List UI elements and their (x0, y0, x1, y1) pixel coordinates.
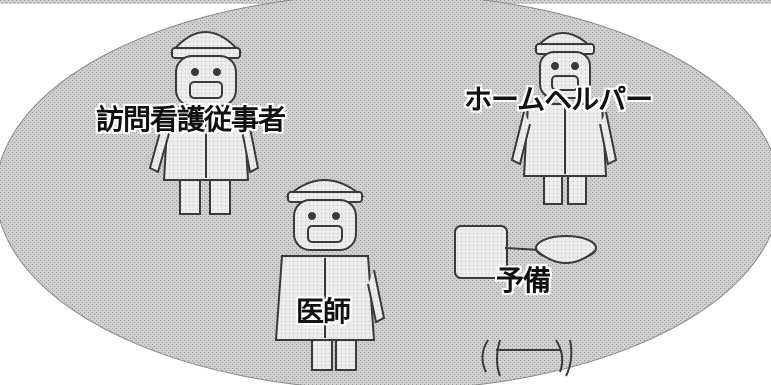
doctor-figure-icon (274, 179, 386, 371)
box-icon (454, 225, 541, 279)
reserve-label: 予備 (496, 264, 551, 297)
visiting-nurse-label: 訪問看護従事者 (96, 103, 286, 136)
nurse-figure-icon (148, 31, 260, 215)
bowl-icon (535, 235, 597, 264)
helper-figure-icon (510, 32, 618, 205)
feet-icon (481, 339, 573, 377)
doctor-label: 医師 (296, 295, 351, 328)
home-helper-label: ホームヘルパー (464, 83, 653, 116)
